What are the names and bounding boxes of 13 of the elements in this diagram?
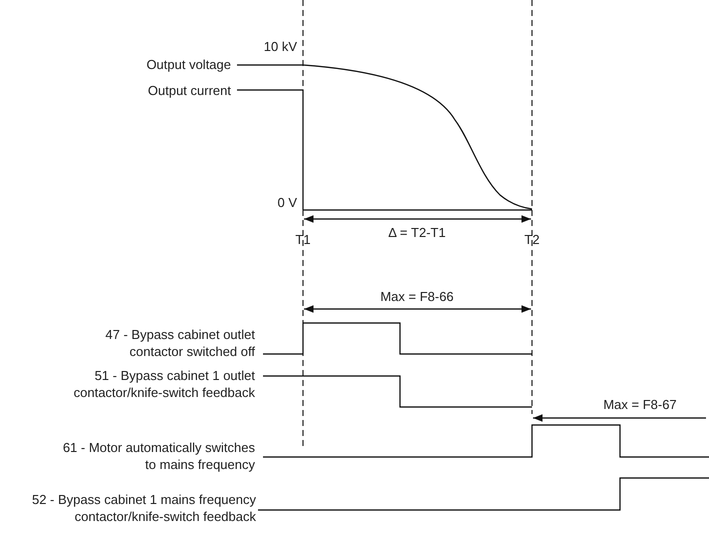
axis-value: 10 kV	[264, 38, 297, 55]
signal-name: Output voltage	[146, 56, 231, 73]
signal-name: 47 - Bypass cabinet outlet contactor switched off	[104, 326, 255, 360]
dimension-label: Max = F8-67	[602, 396, 678, 413]
axis-value: 0 V	[277, 194, 297, 211]
signal-name: 61 - Motor automatically switches to mains frequency	[62, 439, 255, 473]
signal-name: 52 - Bypass cabinet 1 mains frequency contactor/knife-switch feedback	[30, 491, 256, 525]
time-marker-label: T1	[294, 231, 312, 248]
signal-name: Output current	[148, 82, 231, 99]
dimension-label: Max = F8-66	[379, 288, 455, 305]
time-marker-label: T2	[523, 231, 541, 248]
dimension-label: Δ = T2-T1	[387, 224, 447, 241]
signal-name: 51 - Bypass cabinet 1 outlet contactor/knife-switch feedback	[72, 367, 255, 401]
